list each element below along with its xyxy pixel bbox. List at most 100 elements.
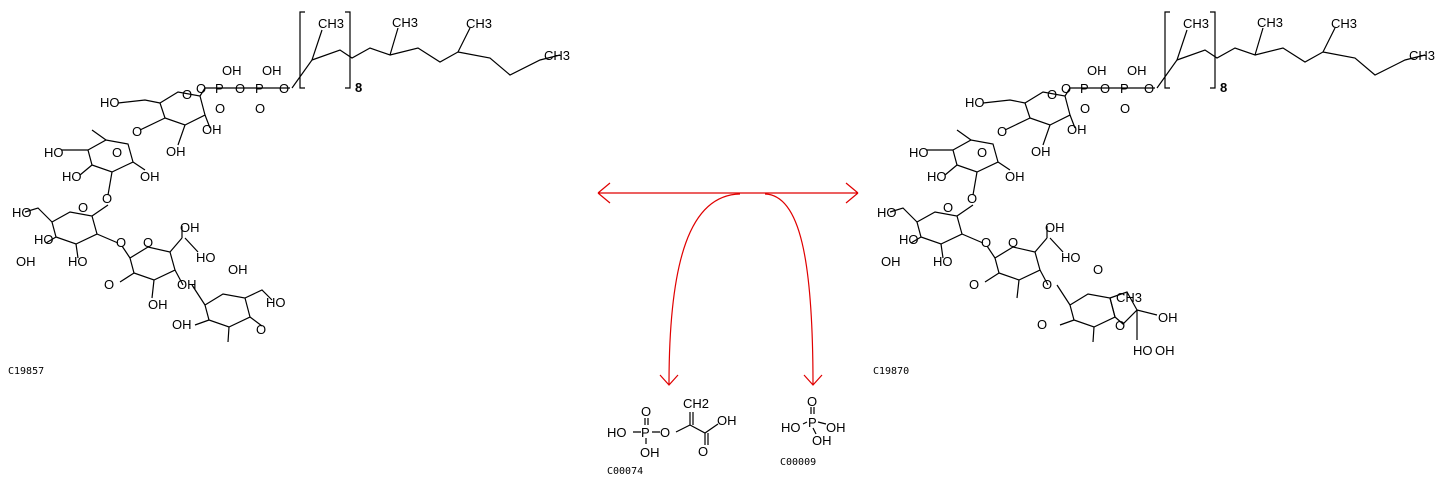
atom-label: O <box>102 191 112 206</box>
reversible-main-arrow <box>597 182 859 204</box>
atom-label: OH <box>881 254 901 269</box>
atom-label: O <box>1061 81 1071 96</box>
atom-label: O <box>997 124 1007 139</box>
atom-label: HO <box>100 95 120 110</box>
atom-label: HO <box>909 145 929 160</box>
atom-label: OH <box>640 445 660 460</box>
atom-label: O <box>256 322 266 337</box>
atom-label: O <box>1008 235 1018 250</box>
atom-label: CH2 <box>683 396 709 411</box>
side-arrow-c00074 <box>659 193 741 386</box>
atom-label: HO <box>196 250 216 265</box>
atom-label: HO <box>44 145 64 160</box>
atom-label: OH <box>1005 169 1025 184</box>
atom-label: OH <box>717 413 737 428</box>
atom-label: HO <box>927 169 947 184</box>
atom-label: O <box>132 124 142 139</box>
atom-label: OH <box>16 254 36 269</box>
atom-label: OH <box>1127 63 1147 78</box>
atom-label: OH <box>202 122 222 137</box>
atom-label: O <box>1080 101 1090 116</box>
atom-label: OH <box>1031 144 1051 159</box>
atom-label: O <box>807 394 817 409</box>
atom-label: CH3 <box>1183 16 1209 31</box>
atom-label: OH <box>172 317 192 332</box>
atom-label: OH <box>826 420 846 435</box>
atom-label: HO <box>899 232 919 247</box>
atom-label: OH <box>140 169 160 184</box>
atom-label: O <box>182 87 192 102</box>
atom-label: OH <box>1158 310 1178 325</box>
atom-label: O <box>967 191 977 206</box>
compound-id-c00009[interactable]: C00009 <box>780 457 816 468</box>
atom-label: HO <box>1133 343 1153 358</box>
atom-label: HO <box>877 205 897 220</box>
atom-label: O <box>1115 318 1125 333</box>
atom-label: OH <box>1087 63 1107 78</box>
atom-label: OH <box>1067 122 1087 137</box>
atom-label: 8 <box>355 80 362 95</box>
atom-label: OH <box>1045 220 1065 235</box>
atom-label: O <box>1093 262 1103 277</box>
bonds <box>24 11 561 343</box>
atom-label: P <box>1120 81 1129 96</box>
atom-label: O <box>660 425 670 440</box>
atom-label: P <box>641 425 650 440</box>
atom-label: OH <box>222 63 242 78</box>
atom-label: O <box>78 200 88 215</box>
atom-label: CH3 <box>318 16 344 31</box>
atom-label: OH <box>262 63 282 78</box>
atom-label: O <box>1100 81 1110 96</box>
atom-label: O <box>698 444 708 459</box>
compound-id-c19857[interactable]: C19857 <box>8 366 44 377</box>
atom-label: O <box>1047 87 1057 102</box>
atom-label: O <box>641 404 651 419</box>
atom-label: CH3 <box>1257 15 1283 30</box>
atom-label: HO <box>933 254 953 269</box>
atom-label: O <box>981 235 991 250</box>
atom-label: CH3 <box>1409 48 1435 63</box>
atom-label: O <box>215 101 225 116</box>
atom-label: O <box>943 200 953 215</box>
atom-label: O <box>1144 81 1154 96</box>
atom-label: O <box>255 101 265 116</box>
atom-label: O <box>116 235 126 250</box>
atom-label: OH <box>180 220 200 235</box>
atom-label: O <box>1037 317 1047 332</box>
atom-label: CH3 <box>1331 16 1357 31</box>
reaction-arrow <box>597 182 859 386</box>
atom-label: O <box>1120 101 1130 116</box>
atom-label: HO <box>607 425 627 440</box>
atom-label: O <box>196 81 206 96</box>
atom-label: 8 <box>1220 80 1227 95</box>
atom-label: P <box>215 81 224 96</box>
compound-id-c19870[interactable]: C19870 <box>873 366 909 377</box>
atom-label: O <box>969 277 979 292</box>
atom-label: O <box>143 235 153 250</box>
atom-label: HO <box>266 295 286 310</box>
atom-label: O <box>104 277 114 292</box>
atom-label: HO <box>68 254 88 269</box>
atom-label: CH3 <box>392 15 418 30</box>
atom-label: HO <box>1061 250 1081 265</box>
atom-label: O <box>977 145 987 160</box>
compound-id-c00074[interactable]: C00074 <box>607 466 643 477</box>
atom-label: O <box>279 81 289 96</box>
side-arrow-c00009 <box>764 193 823 386</box>
atom-label: OH <box>148 297 168 312</box>
atom-label: P <box>1080 81 1089 96</box>
atom-label: O <box>235 81 245 96</box>
atom-label: HO <box>965 95 985 110</box>
atom-label: CH3 <box>1116 290 1142 305</box>
atom-label: HO <box>12 205 32 220</box>
atom-label: HO <box>62 169 82 184</box>
